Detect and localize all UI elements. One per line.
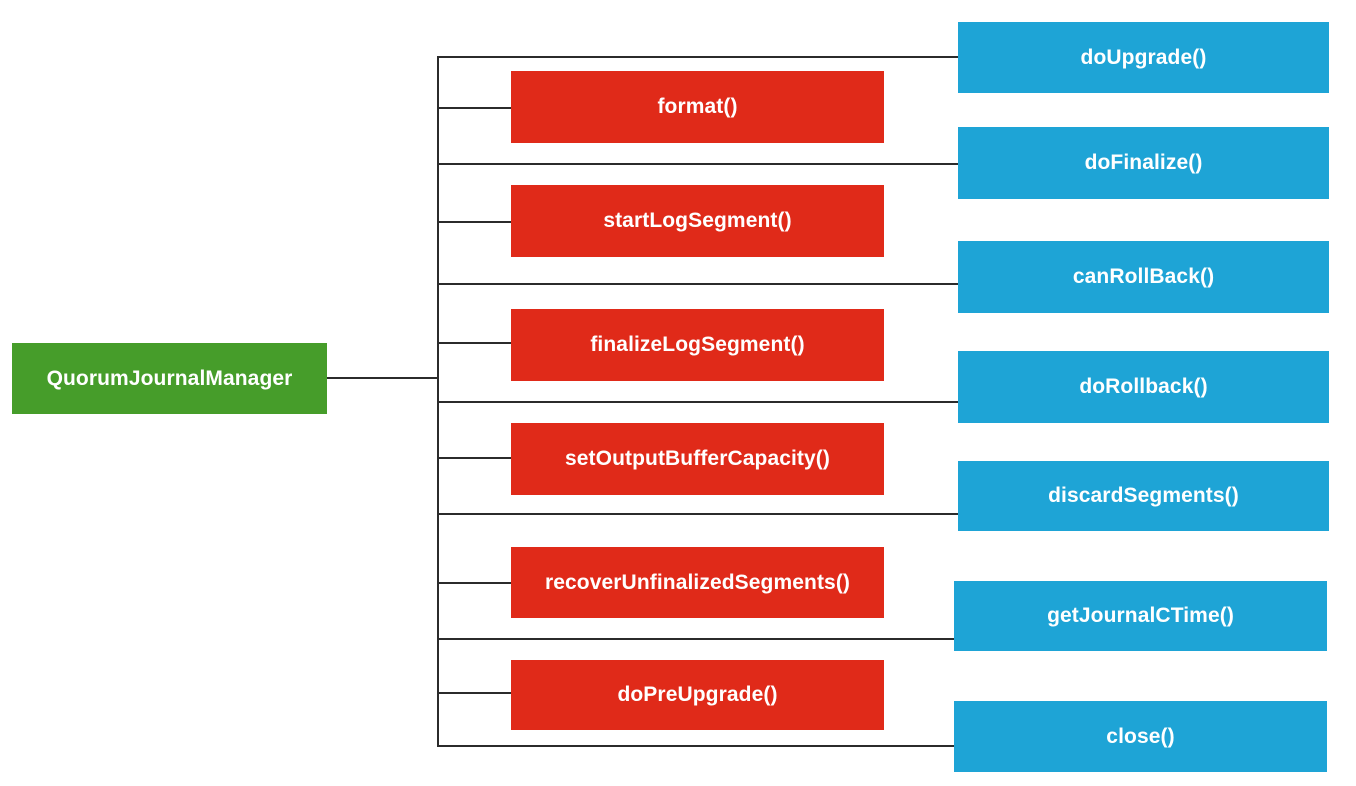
branch-right-3	[437, 401, 958, 403]
branch-right-2	[437, 283, 958, 285]
method-label: canRollBack()	[1072, 265, 1215, 288]
method-node-format: format()	[511, 71, 884, 143]
method-label: doPreUpgrade()	[617, 683, 778, 706]
method-node-do-upgrade: doUpgrade()	[958, 22, 1329, 93]
method-node-start-log-segment: startLogSegment()	[511, 185, 884, 257]
method-node-do-rollback: doRollback()	[958, 351, 1329, 423]
method-label: format()	[657, 95, 738, 118]
branch-right-5	[437, 638, 958, 640]
branch-right-1	[437, 163, 958, 165]
method-node-do-finalize: doFinalize()	[958, 127, 1329, 199]
method-label: doUpgrade()	[1080, 45, 1207, 69]
method-label: getJournalCTime()	[1047, 604, 1234, 627]
branch-right-0	[437, 56, 958, 58]
root-node: QuorumJournalManager	[12, 343, 327, 414]
method-node-set-output-buffer-capacity: setOutputBufferCapacity()	[511, 423, 884, 495]
method-label: finalizeLogSegment()	[590, 333, 805, 356]
branch-left-0	[437, 107, 511, 109]
branch-right-6	[437, 745, 954, 747]
method-label: doFinalize()	[1084, 151, 1203, 174]
method-label: close()	[1106, 724, 1175, 748]
method-node-discard-segments: discardSegments()	[958, 461, 1329, 531]
method-label: doRollback()	[1079, 375, 1208, 398]
branch-left-3	[437, 457, 511, 459]
method-node-get-journal-ctime: getJournalCTime()	[954, 581, 1327, 651]
method-node-recover-unfinalized-segments: recoverUnfinalizedSegments()	[511, 547, 884, 618]
method-node-finalize-log-segment: finalizeLogSegment()	[511, 309, 884, 381]
method-label: recoverUnfinalizedSegments()	[544, 570, 851, 594]
method-node-do-pre-upgrade: doPreUpgrade()	[511, 660, 884, 730]
branch-right-4	[437, 513, 958, 515]
method-label: startLogSegment()	[603, 209, 792, 232]
method-node-can-roll-back: canRollBack()	[958, 241, 1329, 313]
root-connector	[326, 377, 439, 379]
method-label: setOutputBufferCapacity()	[564, 447, 830, 470]
branch-left-2	[437, 342, 511, 344]
branch-left-5	[437, 692, 511, 694]
branch-left-4	[437, 582, 511, 584]
method-label: discardSegments()	[1048, 484, 1239, 507]
root-node-label: QuorumJournalManager	[46, 366, 293, 390]
method-node-close: close()	[954, 701, 1327, 772]
branch-left-1	[437, 221, 511, 223]
